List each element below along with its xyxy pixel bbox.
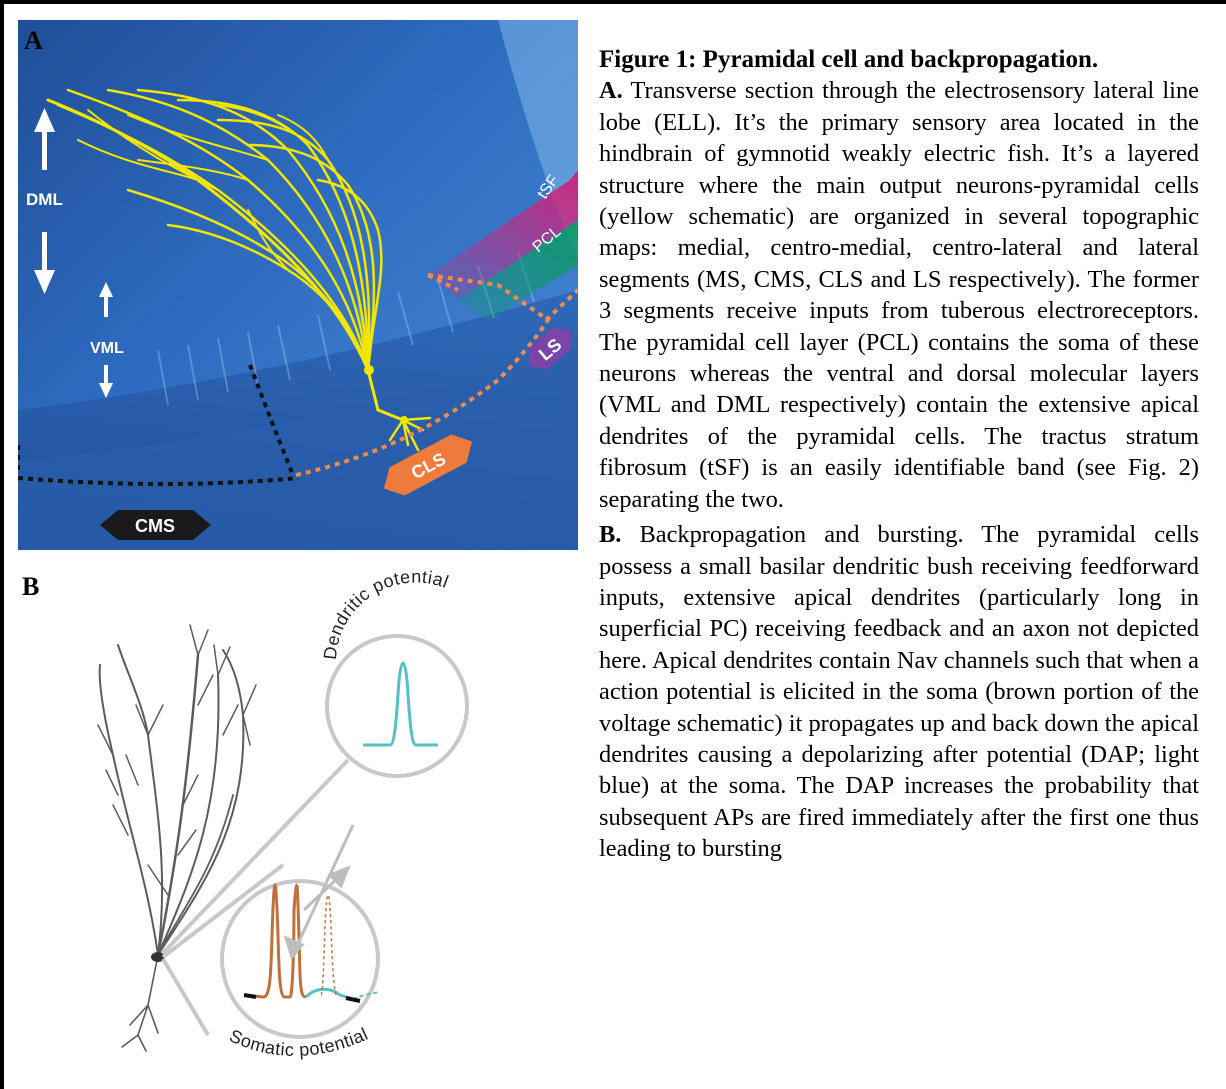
panel-b-letter: B [22, 572, 39, 602]
caption-a-text: Transverse section through the electrose… [599, 77, 1199, 512]
dml-label: DML [26, 190, 63, 209]
caption-b-lead: B. [599, 521, 621, 548]
figure-title: Figure 1: Pyramidal cell and backpropaga… [599, 44, 1199, 75]
caption-paragraph-b: B. Backpropagation and bursting. The pyr… [599, 519, 1199, 864]
cms-label: CMS [135, 516, 175, 536]
panel-a-letter: A [24, 26, 43, 56]
caption-paragraph-a: A. Transverse section through the electr… [599, 75, 1199, 515]
panel-a-image: tSF PCL [18, 20, 578, 550]
vml-label: VML [90, 340, 124, 357]
figure-caption: Figure 1: Pyramidal cell and backpropaga… [599, 44, 1199, 865]
panel-b-diagram: Dendritic potential Somatic potential [18, 555, 580, 1089]
cms-tag: CMS [100, 510, 211, 540]
caption-a-lead: A. [599, 77, 623, 104]
caption-b-text: Backpropagation and bursting. The pyrami… [599, 521, 1199, 862]
